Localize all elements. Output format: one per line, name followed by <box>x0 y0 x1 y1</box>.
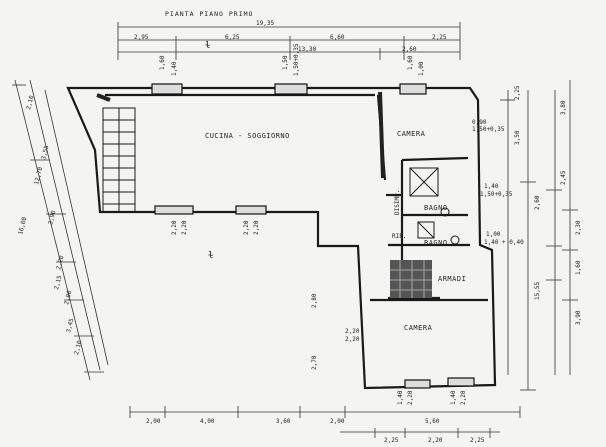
dim-top-seg-3: 6,60 <box>330 34 345 41</box>
wardrobe-hatch <box>390 260 432 298</box>
dim-right-outer-4: 1,60 <box>575 260 582 275</box>
dim-right-outer-2: 2,45 <box>560 170 567 185</box>
dim-bottom-sub-2: 2,20 <box>428 437 443 444</box>
win-label-2: 1,50 <box>282 55 289 70</box>
room-wardrobe: ARMADI <box>438 275 466 283</box>
bottom-dimension-lines <box>129 406 521 438</box>
plan-title: PIANTA PIANO PRIMO <box>165 10 253 18</box>
dim-left-mid: 12,70 <box>33 166 44 186</box>
note-14: 2,20 <box>345 336 360 343</box>
note-1: 0,90 <box>472 119 487 126</box>
room-closet-left: DISIMP. <box>394 190 401 215</box>
dim-left-small-2: 2,15 <box>53 274 63 290</box>
axis-marker-mid: ɫ <box>208 251 214 261</box>
dim-top-total: 19,35 <box>256 20 274 27</box>
dim-left-seg-2: 3,55 <box>40 144 50 160</box>
room-living: CUCINA - SOGGIORNO <box>205 132 290 140</box>
note-4: 1,50+0,35 <box>480 191 513 198</box>
dim-right-outer-1: 3,80 <box>560 100 567 115</box>
dim-bottom-sub-1: 2,25 <box>384 437 399 444</box>
dim-right-seg-2: 2,60 <box>534 195 541 210</box>
dim-top-seg-4: 2,25 <box>432 34 447 41</box>
dim-right-seg-1: 3,50 <box>514 130 521 145</box>
room-bedroom-bottom: CAMERA <box>404 324 433 332</box>
dim-left-seg-1: 2,10 <box>25 94 35 110</box>
dim-bottom-seg-4: 2,00 <box>330 418 345 425</box>
note-11: 2,80 <box>311 293 318 308</box>
dim-top-seg-1: 2,95 <box>134 34 149 41</box>
win-bottom-1: 1,40 <box>397 390 404 405</box>
dim-left-seg-3: 3,90 <box>47 209 57 225</box>
staircase <box>102 107 136 213</box>
dim-bottom-seg-2: 4,00 <box>200 418 215 425</box>
dim-right-outer-5: 3,90 <box>575 310 582 325</box>
dim-right-top: 2,25 <box>514 85 521 100</box>
dim-left-small-1: 3,45 <box>65 317 75 333</box>
win-label-3: 1,60 <box>407 55 414 70</box>
dim-bottom-seg-1: 2,00 <box>146 418 161 425</box>
bottom-windows <box>154 205 475 389</box>
room-closet-small: RIP. <box>392 233 406 240</box>
dim-top-sub: 13,30 <box>298 46 316 53</box>
dim-right-total: 15,55 <box>534 282 541 300</box>
win-bottom-2: 1,40 <box>450 390 457 405</box>
dim-left-seg-5: 2,00 <box>63 289 73 305</box>
dim-top-seg-2: 6,25 <box>225 34 240 41</box>
top-windows <box>151 83 427 95</box>
note-6: 1,40 + 0,40 <box>484 239 524 246</box>
note-8: 2,20 <box>181 220 188 235</box>
dim-bottom-seg-3: 3,60 <box>276 418 291 425</box>
bath-fixtures <box>409 167 460 245</box>
note-13: 2,20 <box>345 328 360 335</box>
win-sub-3: 1,00 <box>418 61 425 76</box>
note-9: 2,20 <box>243 220 250 235</box>
room-bedroom-top: CAMERA <box>397 130 426 138</box>
dim-left-seg-6: 2,10 <box>73 339 83 355</box>
note-2: 1,50+0,35 <box>472 126 505 133</box>
building-walls <box>66 86 497 390</box>
note-3: 1,40 <box>484 183 499 190</box>
win-label-1: 1,60 <box>159 55 166 70</box>
room-bath-lower: BAGNO <box>424 239 448 247</box>
dim-left-seg-4: 2,20 <box>55 254 65 270</box>
note-7: 2,20 <box>171 220 178 235</box>
room-bath-upper: BAGNO <box>424 204 448 212</box>
win-bottom-2-sub: 2,20 <box>460 390 467 405</box>
note-10: 2,20 <box>253 220 260 235</box>
left-dimension-lines <box>12 79 109 381</box>
win-sub-1: 1,40 <box>171 61 178 76</box>
dim-left-outer: 16,00 <box>17 216 28 236</box>
win-sub-2: 1,50+0,35 <box>293 43 300 76</box>
win-bottom-1-sub: 2,20 <box>407 390 414 405</box>
dim-bottom-sub-3: 2,25 <box>470 437 485 444</box>
note-5: 1,00 <box>486 231 501 238</box>
note-12: 2,70 <box>311 355 318 370</box>
dim-bottom-seg-5: 5,60 <box>425 418 440 425</box>
axis-marker-top: ɫ <box>205 41 211 51</box>
dim-top-sub2: 2,60 <box>402 46 417 53</box>
hatched-walls <box>96 91 385 179</box>
dim-right-outer-3: 2,30 <box>575 220 582 235</box>
top-dimension-lines <box>117 22 461 60</box>
right-dimension-lines <box>500 80 578 391</box>
